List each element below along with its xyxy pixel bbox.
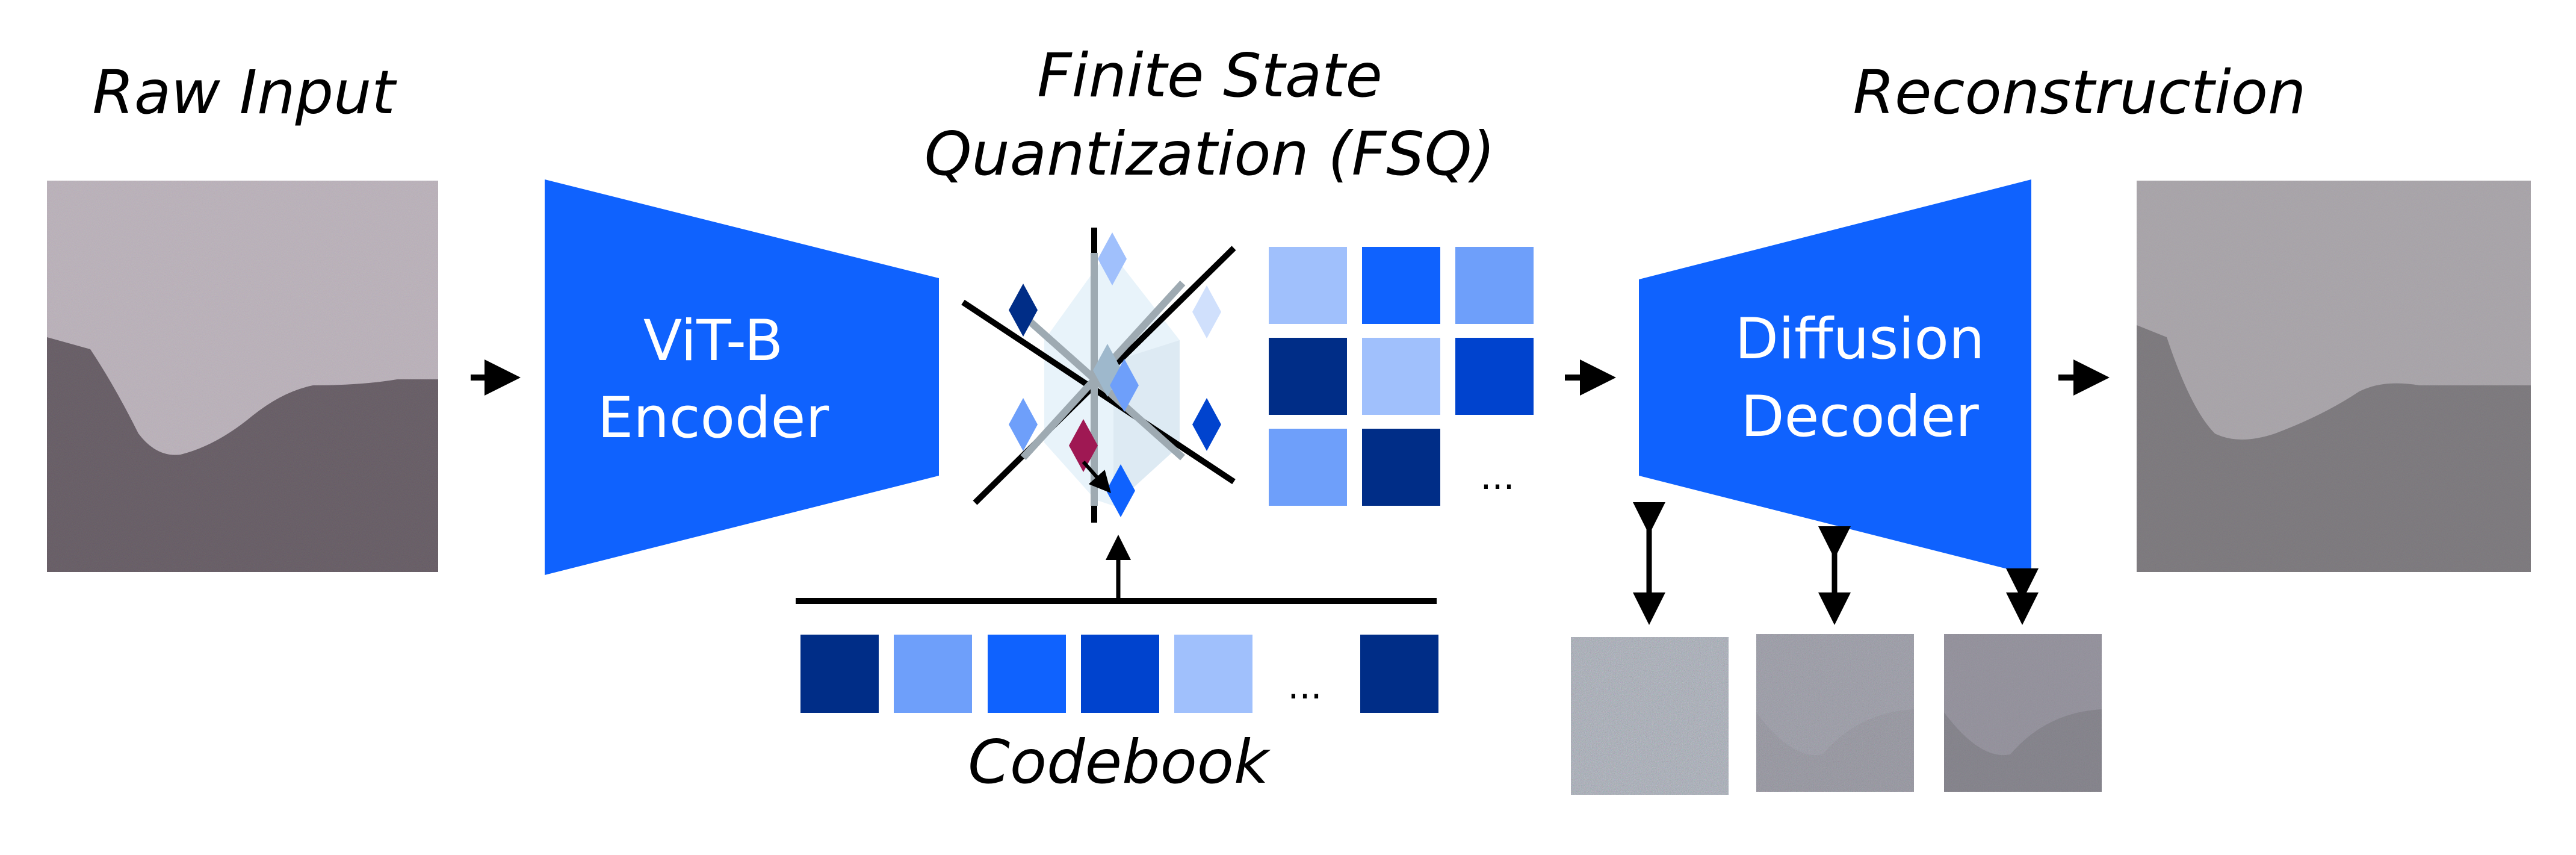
diffusion-steps [1571, 502, 2102, 795]
lattice-point-diamond [1110, 359, 1139, 412]
raw-input-title: Raw Input [92, 57, 397, 128]
codebook-entry [1081, 635, 1159, 713]
diffusion-step-noise [1571, 637, 1729, 795]
quantized-point-diamond [1069, 419, 1098, 472]
token-cell [1362, 338, 1440, 415]
token-grid-ellipsis: ... [1480, 456, 1514, 498]
lattice-point-diamond [1098, 232, 1127, 285]
codebook-ellipsis: ... [1287, 665, 1322, 707]
quantization-arrow [1082, 461, 1111, 493]
codebook-row: ... [800, 635, 1438, 713]
codebook-entry [800, 635, 879, 713]
noise-step-2 [1756, 526, 1914, 792]
decoder-label-line1: Diffusion [1735, 306, 1984, 372]
encoder-label-line2: Encoder [598, 385, 829, 451]
lattice-point-diamond [1192, 398, 1221, 451]
lattice-point-diamond [1009, 398, 1038, 451]
token-cell [1362, 247, 1440, 324]
lattice-point-diamond [1009, 284, 1038, 337]
codebook-entry [988, 635, 1066, 713]
codebook-entry [1360, 635, 1438, 713]
raw-input-image [47, 181, 438, 572]
fsq-title-line1: Finite State [1037, 40, 1382, 111]
reconstruction-title: Reconstruction [1853, 57, 2306, 128]
diffusion-step-noise [1756, 634, 1914, 792]
token-cell [1362, 429, 1440, 506]
token-cell [1455, 247, 1534, 324]
noise-step-1 [1571, 502, 1729, 795]
codebook-entry [894, 635, 972, 713]
token-cell [1269, 429, 1347, 506]
lattice-point-diamond [1192, 285, 1221, 338]
fsq-title-line2: Quantization (FSQ) [924, 119, 1496, 189]
token-cell [1455, 338, 1534, 415]
decoder-label-line2: Decoder [1741, 384, 1979, 450]
axis-diagonal-1 [961, 299, 1236, 485]
vit-b-encoder: ViT-B Encoder [545, 179, 939, 575]
codebook-entry [1174, 635, 1252, 713]
token-cell [1269, 247, 1347, 324]
token-cell [1269, 338, 1347, 415]
fsq-lattice [961, 228, 1236, 523]
lattice-point-diamond [1106, 464, 1135, 517]
reconstruction-image [2137, 181, 2531, 572]
diffusion-decoder: Diffusion Decoder [1639, 179, 2031, 575]
codebook-title: Codebook [968, 727, 1271, 797]
token-grid: ... [1269, 247, 1534, 506]
encoder-label-line1: ViT-B [643, 308, 783, 374]
noise-step-3 [1944, 568, 2102, 792]
diffusion-step-noise [1944, 634, 2102, 792]
